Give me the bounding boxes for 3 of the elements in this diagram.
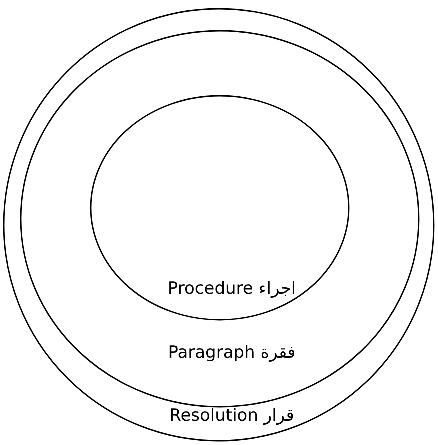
ellipse-label: Procedure اجراء [168, 279, 296, 299]
ellipse-label: Resolution قرار [170, 406, 294, 426]
ellipse-label: Paragraph فقرة [168, 343, 296, 363]
